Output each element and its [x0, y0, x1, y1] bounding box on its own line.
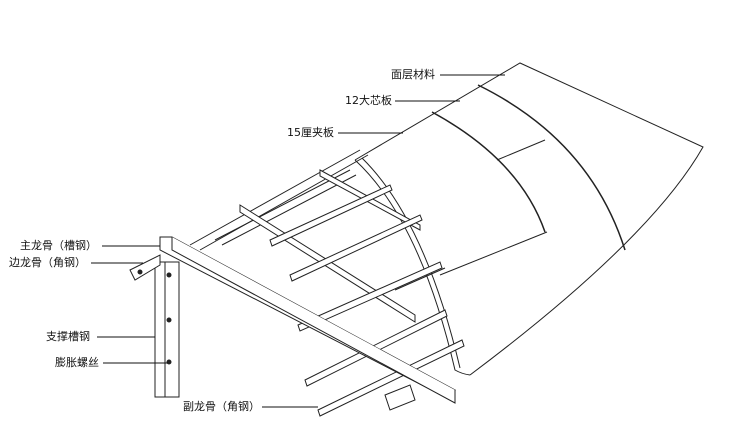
label-edge-keel: 边龙骨（角钢） — [9, 256, 86, 269]
label-plywood: 15厘夹板 — [287, 126, 334, 139]
curved-panel — [354, 62, 704, 376]
label-secondary-keel: 副龙骨（角钢） — [183, 400, 260, 413]
longitudinal-rails — [189, 149, 369, 251]
main-beam — [159, 236, 457, 411]
label-expansion-bolt: 膨胀螺丝 — [55, 356, 99, 369]
label-surface-material: 面层材料 — [391, 68, 435, 81]
leader-lines — [91, 74, 505, 408]
support-post — [129, 254, 180, 398]
secondary-keels — [239, 169, 465, 417]
label-main-keel: 主龙骨（槽钢） — [20, 239, 97, 252]
label-core-board: 12大芯板 — [345, 94, 392, 107]
label-support-channel: 支撑槽钢 — [46, 330, 90, 343]
